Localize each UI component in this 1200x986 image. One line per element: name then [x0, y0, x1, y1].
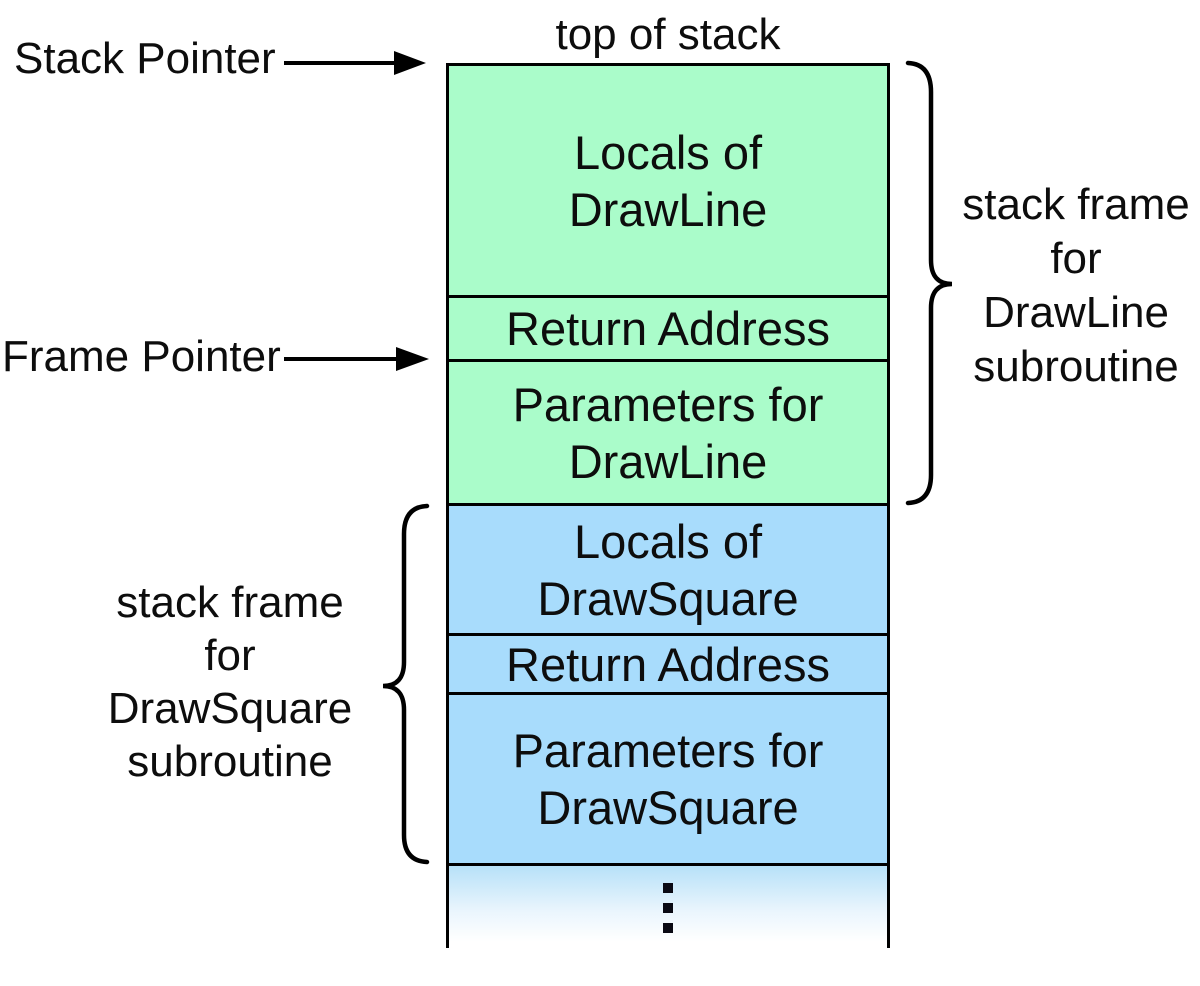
stack-column: Locals of DrawLine Return Address Parame… — [446, 63, 890, 948]
drawline-frame-brace-icon — [905, 60, 953, 506]
drawsquare-frame-label-line: for — [204, 631, 256, 680]
stack-row-return-address-drawsquare: Return Address — [449, 636, 887, 695]
drawline-frame-label-line: stack frame — [962, 180, 1190, 229]
drawsquare-frame-label-line: stack frame — [116, 578, 344, 627]
stack-pointer-arrow-icon — [284, 51, 426, 75]
ellipsis-dot — [663, 883, 673, 893]
stack-pointer-label: Stack Pointer — [14, 34, 276, 83]
drawline-frame-label: stack frame for DrawLine subroutine — [956, 178, 1196, 394]
stack-row-label: Return Address — [506, 637, 830, 691]
stack-row-label: DrawLine — [568, 434, 768, 488]
stack-row-parameters-drawsquare: Parameters for DrawSquare — [449, 695, 887, 866]
stack-row-label: Parameters for — [512, 724, 824, 777]
stack-continuation — [449, 866, 887, 948]
drawsquare-frame-label-line: subroutine — [127, 737, 333, 786]
frame-pointer-label: Frame Pointer — [2, 332, 281, 381]
ellipsis-dot — [663, 903, 673, 913]
stack-row-locals-drawsquare: Locals of DrawSquare — [449, 506, 887, 636]
drawsquare-frame-label: stack frame for DrawSquare subroutine — [85, 576, 375, 788]
drawsquare-frame-label-line: DrawSquare — [107, 684, 353, 733]
drawsquare-frame-brace-icon — [382, 503, 430, 865]
stack-row-parameters-drawline: Parameters for DrawLine — [449, 362, 887, 506]
stack-row-label: Locals of — [573, 514, 763, 568]
stack-row-label: Locals of — [573, 125, 763, 179]
drawline-frame-label-line: for — [1050, 234, 1102, 283]
stack-row-label: DrawSquare — [537, 781, 799, 834]
stack-row-label: Parameters for — [512, 377, 824, 431]
stack-row-label: DrawLine — [568, 182, 768, 236]
ellipsis-dot — [663, 923, 673, 933]
stack-row-label: Return Address — [506, 302, 830, 355]
drawline-frame-label-line: subroutine — [973, 342, 1179, 391]
stack-continues-ellipsis — [663, 883, 673, 933]
top-of-stack-label: top of stack — [555, 10, 781, 59]
stack-row-return-address-drawline: Return Address — [449, 298, 887, 362]
frame-pointer-arrow-icon — [284, 347, 429, 371]
drawline-frame-label-line: DrawLine — [983, 288, 1169, 337]
stack-row-label: DrawSquare — [537, 571, 799, 625]
stack-row-locals-drawline: Locals of DrawLine — [449, 66, 887, 298]
